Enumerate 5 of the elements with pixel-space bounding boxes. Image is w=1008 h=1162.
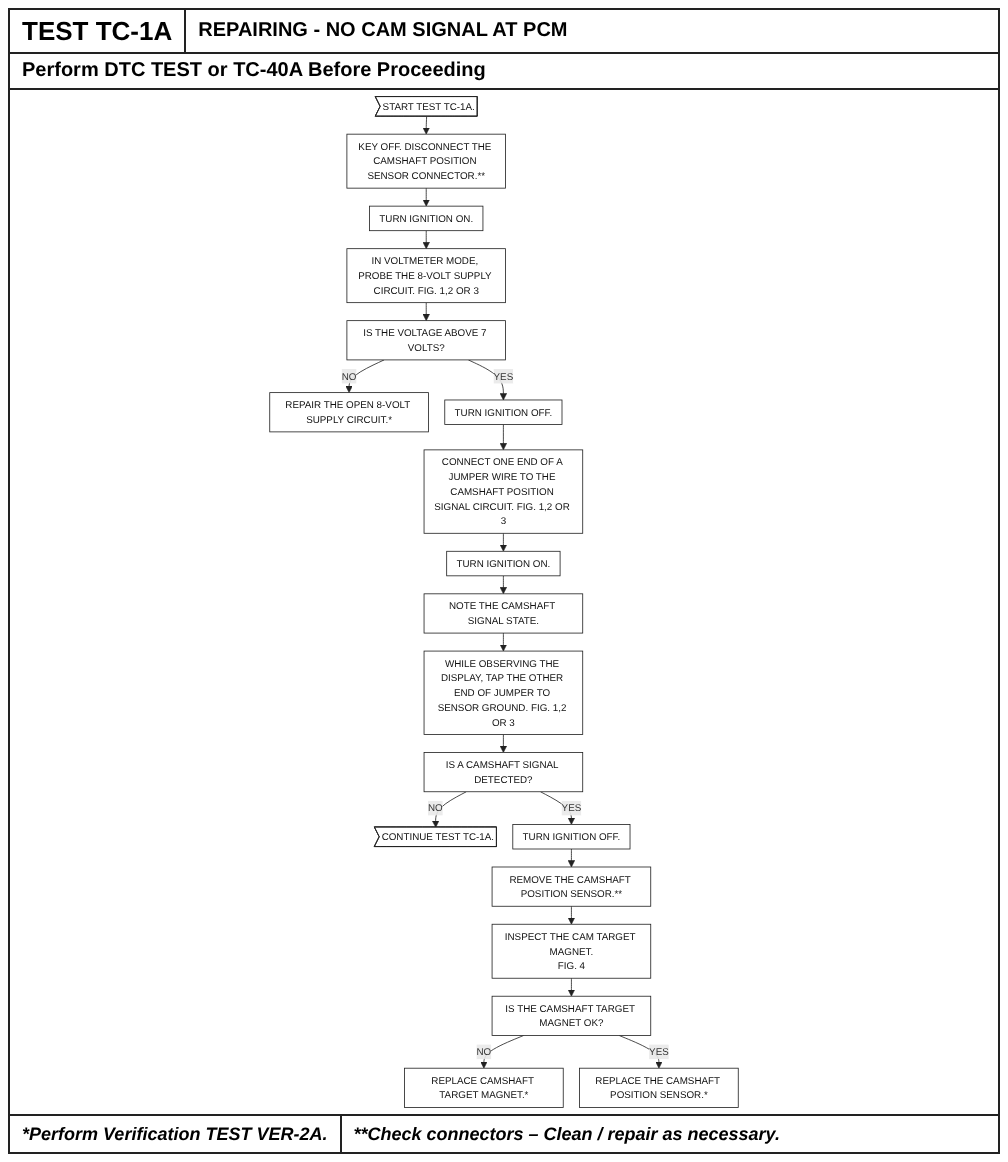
footnote: *Perform Verification TEST VER-2A.	[10, 1116, 342, 1152]
subtitle: REPAIRING - NO CAM SIGNAL AT PCM	[196, 18, 570, 46]
footnote: **Check connectors – Clean / repair as necessary.	[351, 1122, 782, 1148]
instruction-note: Perform DTC TEST or TC-40A Before Proceeding	[10, 54, 998, 90]
test-title: TEST TC-1A	[10, 10, 187, 52]
